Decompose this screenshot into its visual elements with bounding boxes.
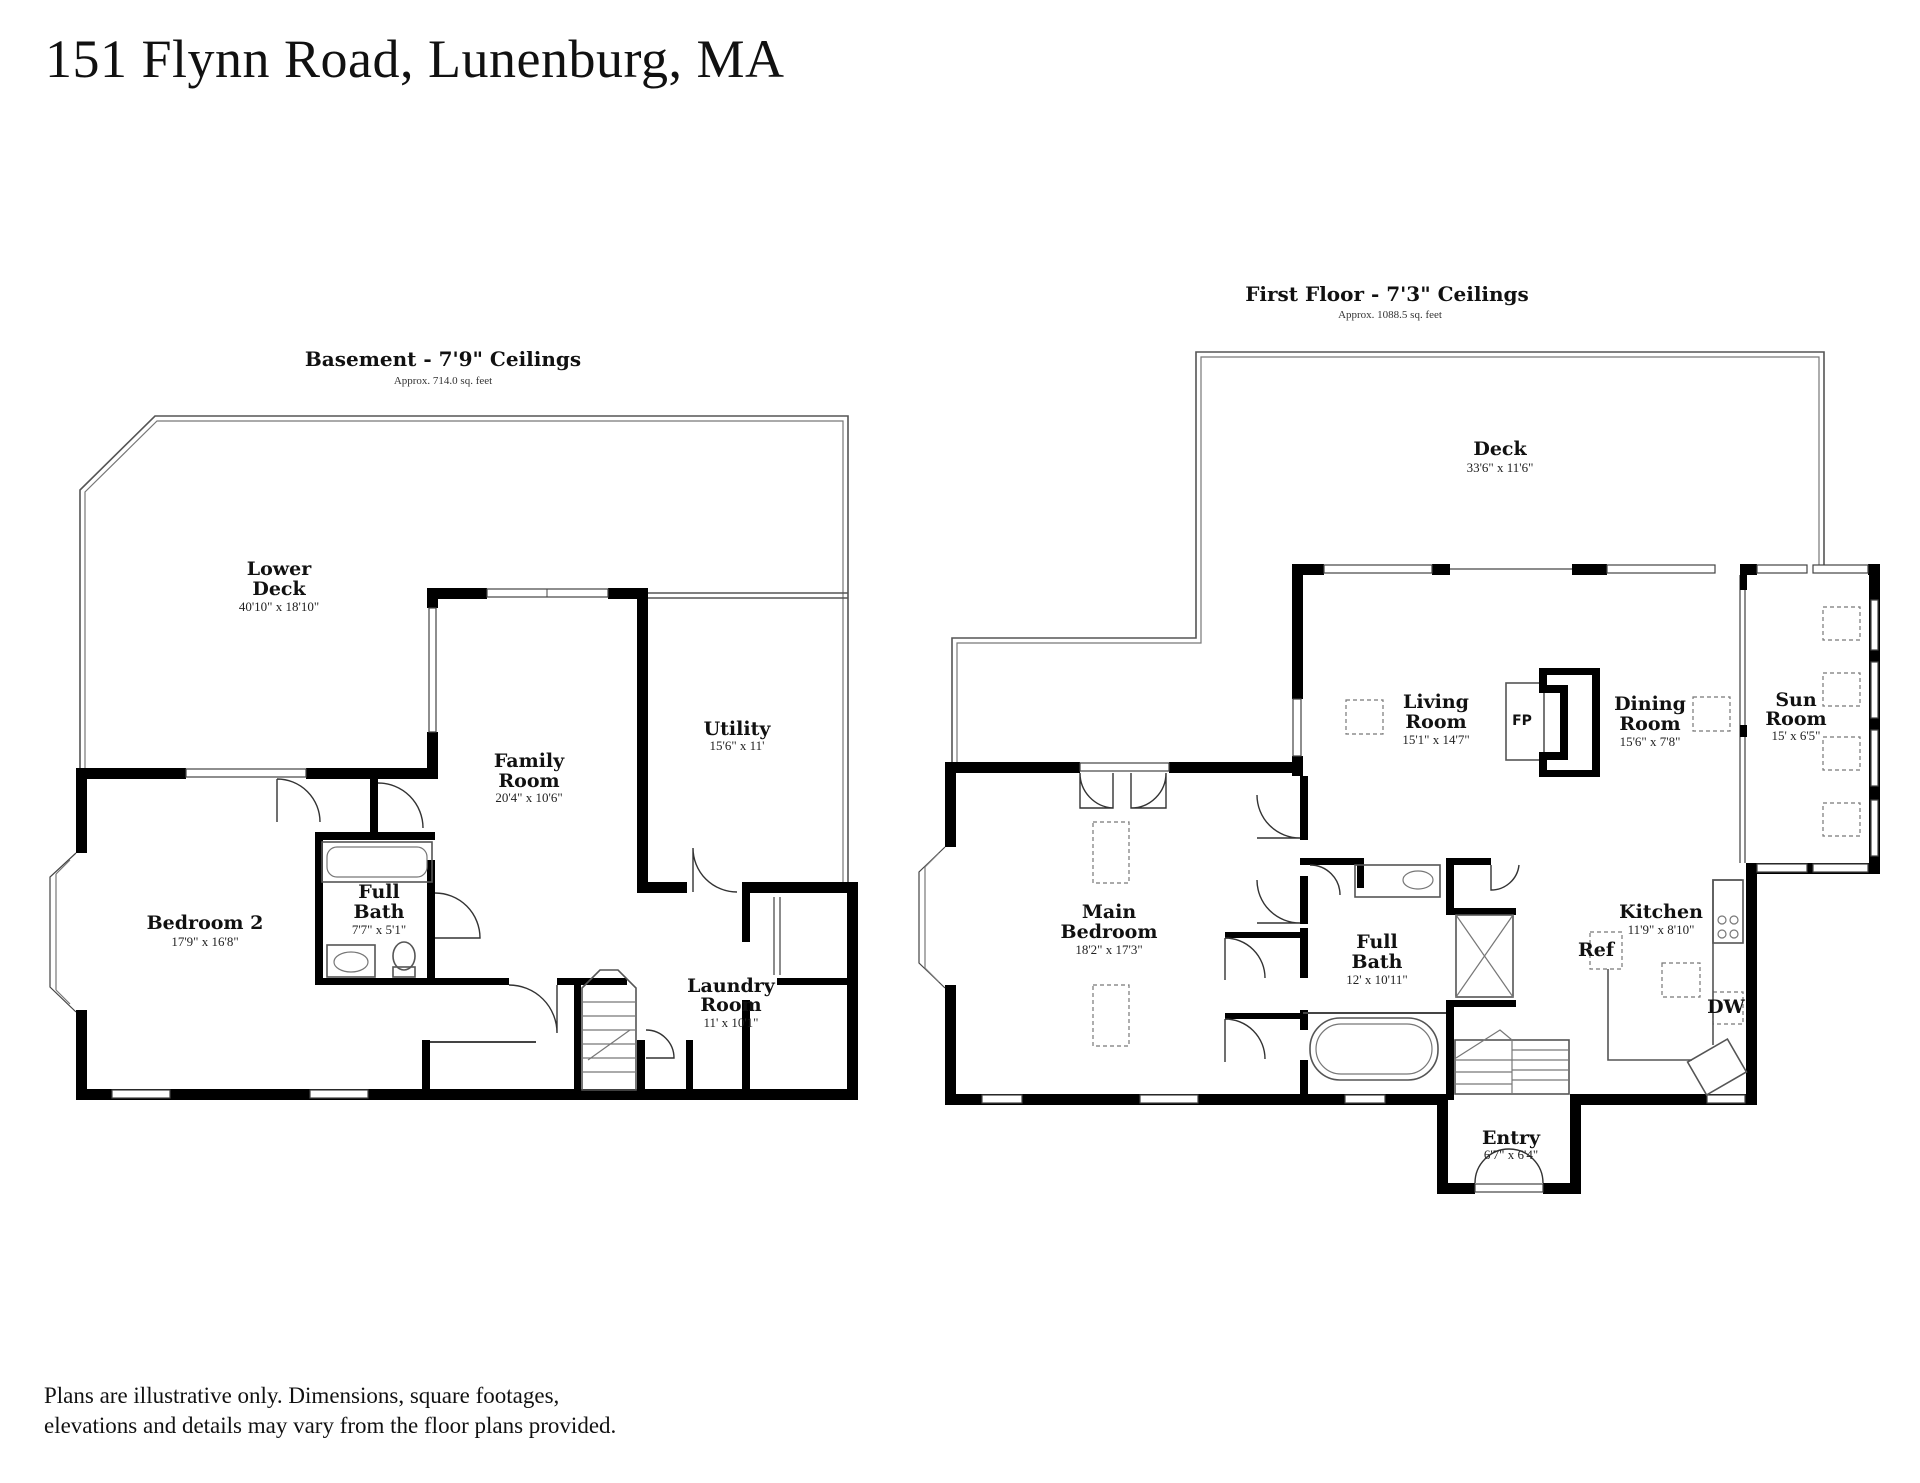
stairs-icon — [581, 969, 637, 1091]
first-floor-plan: First Floor - 7'3" Ceilings Approx. 1088… — [918, 282, 1880, 1194]
dining-room-dim: 15'6" x 7'8" — [1620, 734, 1681, 749]
laundry-dim: 11' x 10'1" — [703, 1015, 758, 1030]
entry-dim: 6'7" x 6'4" — [1484, 1147, 1538, 1162]
basement-bath-dim: 7'7" x 5'1" — [352, 922, 406, 937]
main-bedroom-dim: 18'2" x 17'3" — [1075, 942, 1142, 957]
laundry-label: Laundry — [687, 975, 776, 997]
dining-room-label: Dining — [1614, 693, 1686, 715]
shower-icon — [1455, 914, 1514, 998]
bedroom2-dim: 17'9" x 16'8" — [171, 934, 238, 949]
basement-area: Approx. 714.0 sq. feet — [394, 375, 492, 387]
sun-room-label: Sun — [1775, 689, 1817, 711]
lower-deck-label-2: Deck — [252, 578, 306, 600]
living-room-label-2: Room — [1405, 711, 1466, 733]
family-room-label-2: Room — [498, 770, 559, 792]
stairs-icon-first — [1454, 1029, 1570, 1095]
entry-label: Entry — [1482, 1127, 1541, 1149]
basement-bath-label-2: Bath — [354, 901, 405, 923]
bay-window — [49, 852, 77, 1013]
first-bath-dim: 12' x 10'11" — [1346, 972, 1408, 987]
fireplace-icon — [1505, 668, 1600, 777]
lower-deck-outline — [79, 415, 849, 882]
utility-label: Utility — [704, 718, 772, 740]
kitchen-sink-icon — [1686, 1037, 1748, 1097]
lower-deck-dim: 40'10" x 18'10" — [239, 599, 319, 614]
first-bath-label-2: Bath — [1352, 951, 1403, 973]
refrigerator-icon — [1589, 931, 1623, 970]
first-floor-title: First Floor - 7'3" Ceilings — [1245, 282, 1529, 306]
kitchen-dim: 11'9" x 8'10" — [1628, 922, 1695, 937]
sun-room-label-2: Room — [1765, 708, 1826, 730]
sun-room-dim: 15' x 6'5" — [1772, 728, 1821, 743]
vanity-icon — [1354, 864, 1441, 898]
utility-dim: 15'6" x 11' — [709, 738, 764, 753]
refrigerator-label: Ref — [1578, 939, 1616, 961]
dining-room-label-2: Room — [1619, 713, 1680, 735]
family-room-label: Family — [494, 750, 565, 772]
kitchen-label: Kitchen — [1619, 901, 1703, 923]
fireplace-label: FP — [1512, 713, 1532, 729]
lower-deck-label: Lower — [247, 558, 312, 580]
basement-title: Basement - 7'9" Ceilings — [305, 347, 581, 371]
first-bath-label: Full — [1356, 931, 1397, 953]
deck-outline — [951, 351, 1825, 762]
toilet-icon — [392, 941, 416, 971]
deck-label: Deck — [1473, 438, 1527, 460]
first-floor-area: Approx. 1088.5 sq. feet — [1338, 309, 1442, 321]
laundry-label-2: Room — [700, 994, 761, 1016]
bay-window-first — [918, 846, 946, 989]
disclaimer-line-1: Plans are illustrative only. Dimensions,… — [44, 1383, 560, 1408]
dishwasher-label: DW — [1707, 996, 1745, 1018]
deck-dim: 33'6" x 11'6" — [1467, 460, 1534, 475]
family-room-dim: 20'4" x 10'6" — [495, 790, 562, 805]
sink-icon — [326, 944, 376, 978]
living-room-label: Living — [1403, 691, 1469, 713]
freestanding-tub-icon — [1309, 1017, 1439, 1081]
bathtub-icon — [321, 841, 433, 883]
disclaimer-line-2: elevations and details may vary from the… — [44, 1413, 617, 1438]
basement-bath-label: Full — [358, 881, 399, 903]
living-room-dim: 15'1" x 14'7" — [1402, 732, 1469, 747]
main-bedroom-label-2: Bedroom — [1061, 921, 1158, 943]
page-title: 151 Flynn Road, Lunenburg, MA — [45, 29, 785, 89]
bedroom2-label: Bedroom 2 — [147, 912, 264, 934]
disclaimer: Plans are illustrative only. Dimensions,… — [44, 1381, 616, 1441]
main-bedroom-label: Main — [1082, 901, 1137, 923]
basement-plan: Basement - 7'9" Ceilings Approx. 714.0 s… — [49, 347, 858, 1100]
